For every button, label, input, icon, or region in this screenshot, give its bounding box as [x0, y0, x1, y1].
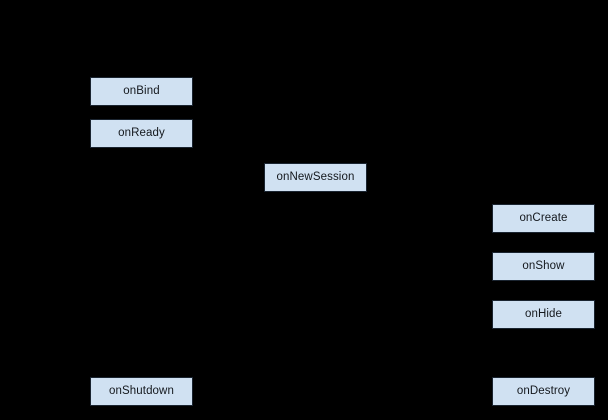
node-on-destroy[interactable]: onDestroy [492, 377, 595, 406]
node-label-on-hide: onHide [524, 307, 563, 320]
node-label-on-destroy: onDestroy [516, 384, 571, 397]
node-label-on-ready: onReady [118, 126, 165, 139]
node-label-on-bind: onBind [123, 84, 160, 97]
node-on-bind[interactable]: onBind [90, 77, 193, 106]
node-on-ready[interactable]: onReady [90, 119, 193, 148]
node-on-hide[interactable]: onHide [492, 300, 595, 329]
node-on-new-session[interactable]: onNewSession [264, 163, 367, 192]
node-label-on-new-session: onNewSession [276, 170, 355, 183]
node-label-on-create: onCreate [519, 211, 568, 224]
node-label-on-shutdown: onShutdown [109, 384, 174, 397]
node-on-show[interactable]: onShow [492, 252, 595, 281]
node-label-on-show: onShow [522, 259, 565, 272]
node-on-create[interactable]: onCreate [492, 204, 595, 233]
node-on-shutdown[interactable]: onShutdown [90, 377, 193, 406]
